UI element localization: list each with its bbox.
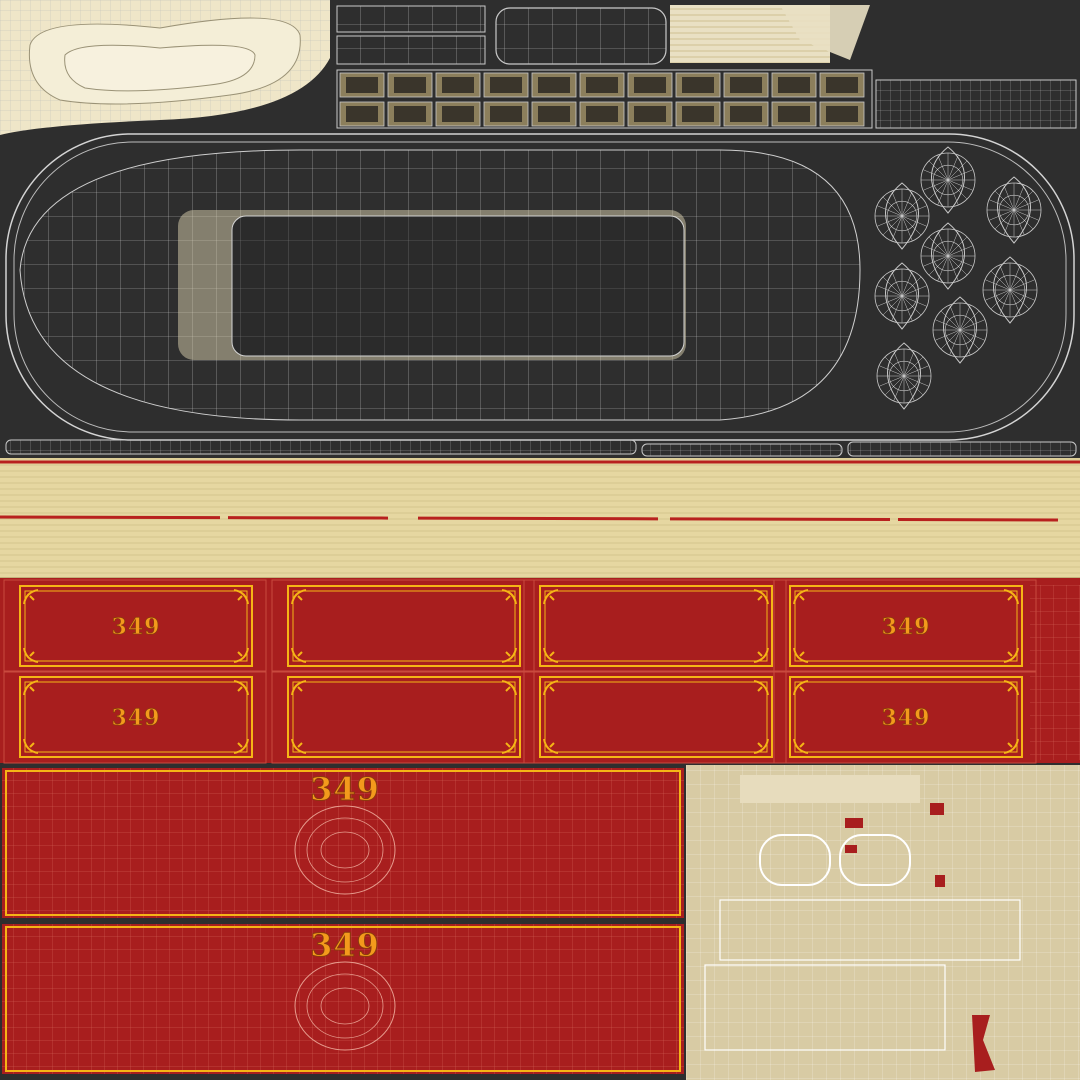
rosette — [874, 262, 930, 330]
corner-ornament — [233, 647, 249, 663]
strip-tile — [579, 72, 625, 98]
panel-number-label: 349 — [882, 614, 931, 640]
rosette — [986, 176, 1042, 244]
stadium-roof-wireframe — [5, 133, 1075, 441]
corner-ornament — [753, 647, 769, 663]
rosette — [932, 296, 988, 364]
red-strips: 349 349 — [2, 768, 684, 1074]
corner-ornament — [233, 589, 249, 605]
strip-number-label: 349 — [310, 926, 380, 964]
rosette — [982, 256, 1038, 324]
panel-number-label: 349 — [882, 705, 931, 731]
bottom-dark-strips — [5, 439, 1077, 457]
strip-tile — [627, 101, 673, 127]
panel-number-label: 349 — [112, 705, 161, 731]
red-panel-6 — [271, 670, 535, 764]
corner-ornament — [793, 589, 809, 605]
panel-number-label: 349 — [112, 614, 161, 640]
corner-ornament — [233, 680, 249, 696]
red-panel-5: 349 — [3, 670, 267, 764]
red-panel-4: 349 — [773, 579, 1037, 673]
corner-ornament — [501, 680, 517, 696]
corner-ornament — [501, 647, 517, 663]
corner-ornament — [23, 680, 39, 696]
rosette — [920, 146, 976, 214]
strip-tile — [339, 72, 385, 98]
strip-tile — [771, 72, 817, 98]
cream-uv-pieces — [686, 765, 1080, 1080]
corner-ornament — [793, 738, 809, 754]
red-strip-2: 349 — [2, 924, 684, 1074]
stadium-top-island — [0, 0, 330, 135]
corner-ornament — [501, 589, 517, 605]
corner-ornament — [543, 738, 559, 754]
rosette-cluster — [874, 146, 1042, 410]
red-strip-1: 349 — [2, 768, 684, 918]
strip-tile — [627, 72, 673, 98]
rosette — [874, 182, 930, 250]
strip-tile — [675, 72, 721, 98]
strip-tile — [435, 101, 481, 127]
corner-ornament — [291, 738, 307, 754]
corner-ornament — [23, 738, 39, 754]
red-panel-3 — [523, 579, 787, 673]
corner-ornament — [23, 647, 39, 663]
stadium-outline — [294, 961, 396, 1051]
corner-ornament — [793, 680, 809, 696]
corner-ornament — [753, 680, 769, 696]
strip-tile — [723, 72, 769, 98]
corner-ornament — [291, 589, 307, 605]
strip-tile — [435, 72, 481, 98]
strip-tile — [531, 72, 577, 98]
corner-ornament — [1003, 738, 1019, 754]
corner-ornament — [1003, 680, 1019, 696]
strip-tile — [675, 101, 721, 127]
corner-ornament — [1003, 647, 1019, 663]
strip-tile — [771, 101, 817, 127]
strip-tile — [819, 72, 865, 98]
strip-number-label: 349 — [310, 770, 380, 808]
corner-ornament — [753, 738, 769, 754]
red-panel-8: 349 — [773, 670, 1037, 764]
stadium-outline — [294, 805, 396, 895]
strip-tile — [483, 101, 529, 127]
tan-band — [0, 458, 1080, 579]
tile-strip — [336, 69, 1077, 129]
corner-ornament — [23, 589, 39, 605]
red-panel-2 — [271, 579, 535, 673]
corner-ornament — [543, 680, 559, 696]
strip-tile — [483, 72, 529, 98]
rosette — [920, 222, 976, 290]
top-wire-panels — [336, 5, 870, 65]
strip-tile — [819, 101, 865, 127]
corner-ornament — [793, 647, 809, 663]
corner-ornament — [291, 680, 307, 696]
corner-ornament — [753, 589, 769, 605]
corner-ornament — [233, 738, 249, 754]
strip-tile — [387, 72, 433, 98]
corner-ornament — [1003, 589, 1019, 605]
corner-ornament — [291, 647, 307, 663]
red-panel-1: 349 — [3, 579, 267, 673]
strip-tile — [339, 101, 385, 127]
strip-tile — [531, 101, 577, 127]
red-panel-7 — [523, 670, 787, 764]
strip-tile — [723, 101, 769, 127]
corner-ornament — [543, 589, 559, 605]
strip-tile — [579, 101, 625, 127]
red-panels-area: 349 349 349 349 — [0, 578, 1080, 764]
corner-ornament — [501, 738, 517, 754]
corner-ornament — [543, 647, 559, 663]
rosette — [876, 342, 932, 410]
strip-tile — [387, 101, 433, 127]
